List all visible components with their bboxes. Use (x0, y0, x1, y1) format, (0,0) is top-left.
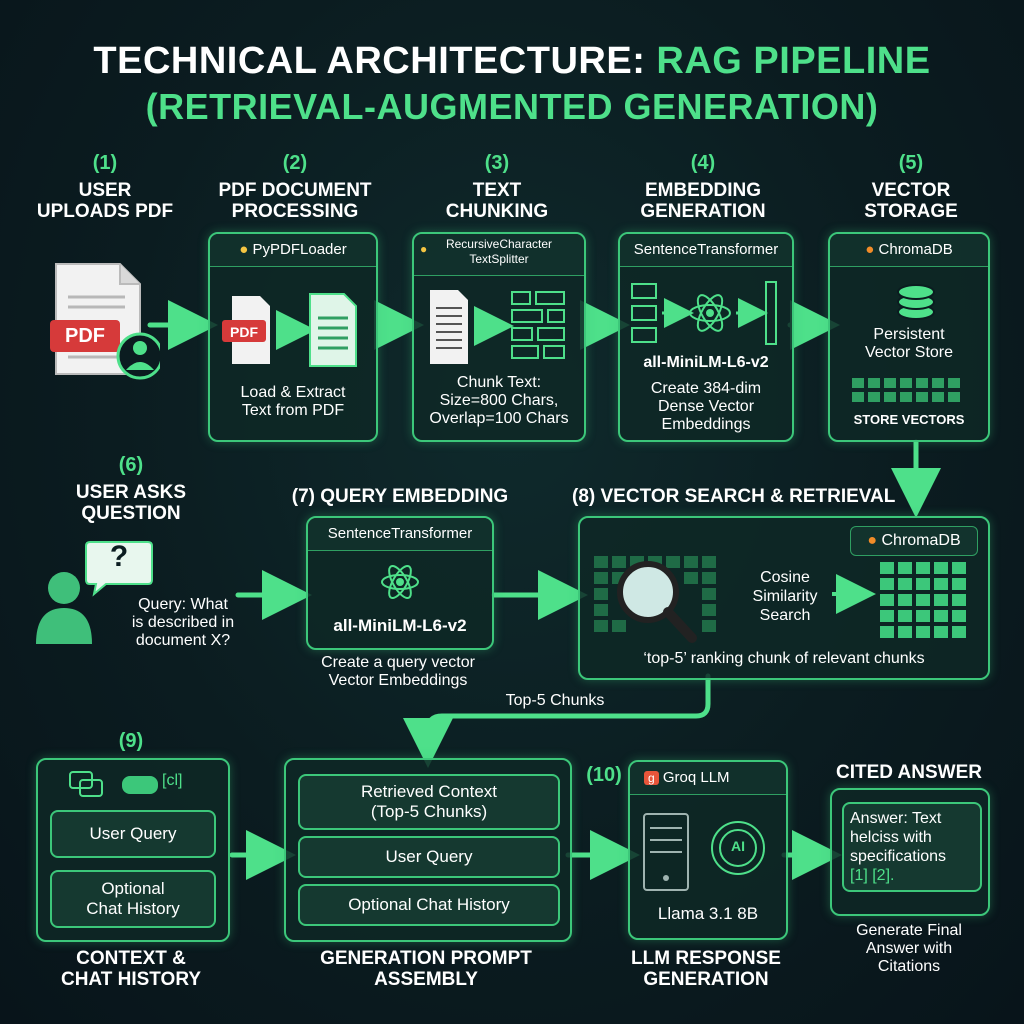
chromadb-header: ● ChromaDB (830, 234, 988, 267)
sentencetransformer-header: SentenceTransformer (620, 234, 792, 267)
step-8-caption: ‘top-5’ ranking chunk of relevant chunks (643, 650, 925, 667)
prompt-user-query: User Query (298, 836, 560, 878)
step-7-caption: Create a query vector Vector Embeddings (321, 654, 475, 689)
step-10-box: g Groq LLM AI Llama 3.1 8B (628, 760, 788, 940)
context-user-query: User Query (50, 810, 216, 858)
groq-header: g Groq LLM (630, 762, 786, 795)
step-9-footer: CONTEXT & CHAT HISTORY (60, 948, 202, 990)
step-1-heading: USER UPLOADS PDF (36, 180, 174, 222)
step-7-box: SentenceTransformer all-MiniLM-L6-v2 (306, 516, 494, 650)
splitter-header: ● RecursiveCharacter TextSplitter (414, 234, 584, 276)
step-9-number: (9) (118, 730, 144, 752)
answer-box: Answer: Text helciss with specifications… (830, 788, 990, 916)
ai-label: AI (731, 838, 745, 854)
vector-search-icon (594, 556, 966, 643)
step-4-number: (4) (690, 152, 716, 174)
python-icon: ● (239, 241, 249, 258)
store-vectors-label: STORE VECTORS (853, 412, 965, 427)
step-5-box: ● ChromaDB Persistent Vector Store STORE… (828, 232, 990, 442)
step-10-number: (10) (586, 764, 622, 786)
chromadb-badge: ● ChromaDB (850, 526, 978, 556)
answer-bubble: Answer: Text helciss with specifications… (842, 802, 982, 892)
title-white: TECHNICAL ARCHITECTURE: (93, 40, 646, 82)
vector-grid-icon (852, 378, 960, 402)
step-3-number: (3) (484, 152, 510, 174)
chunking-icon (430, 290, 565, 364)
step-2-heading: PDF DOCUMENT PROCESSING (218, 180, 372, 222)
step-1-number: (1) (92, 152, 118, 174)
step-3-caption: Chunk Text: Size=800 Chars, Overlap=100 … (429, 374, 569, 427)
chat-icons (69, 771, 158, 797)
atom-icon (381, 565, 419, 599)
step-4-box: SentenceTransformer all-MiniLM-L6-v2 Cre… (618, 232, 794, 442)
prompt-chat-history: Optional Chat History (298, 884, 560, 926)
question-mark: ? (109, 540, 129, 573)
step-4-model: all-MiniLM-L6-v2 (643, 354, 769, 371)
title-green: RAG PIPELINE (656, 40, 931, 82)
pypdfloader-header: ● PyPDFLoader (210, 234, 376, 267)
cited-answer-heading: CITED ANSWER (835, 762, 983, 783)
chromadb-icon-2: ● (867, 532, 878, 549)
step-9-box: [cl] User Query Optional Chat History (36, 758, 230, 942)
user-question-icon (36, 541, 153, 644)
top5-chunks-label: Top-5 Chunks (505, 692, 605, 709)
step-7-model: all-MiniLM-L6-v2 (333, 616, 467, 635)
step-8-box: ● ChromaDB Cosine Similarity Search ‘top… (578, 516, 990, 680)
cosine-similarity-label: Cosine Similarity Search (752, 569, 818, 624)
pdf-file-icon: PDF (50, 262, 160, 382)
step-8-heading: (8) VECTOR SEARCH & RETRIEVAL (572, 486, 896, 507)
prompt-footer: GENERATION PROMPT ASSEMBLY (320, 948, 532, 990)
prompt-assembly-box: Retrieved Context (Top-5 Chunks) User Qu… (284, 758, 572, 942)
arrow-8-prompt (403, 673, 711, 768)
step-5-caption: Persistent Vector Store (864, 326, 954, 361)
citation-refs: [1] [2]. (850, 867, 895, 884)
step-4-caption: Create 384-dim Dense Vector Embeddings (650, 380, 762, 433)
chromadb-icon: ● (865, 241, 875, 258)
groq-icon: g (644, 771, 659, 785)
sentencetransformer-header-2: SentenceTransformer (308, 518, 492, 551)
step-6-number: (6) (118, 454, 144, 476)
pdf-badge-1: PDF (65, 325, 105, 347)
step-10-footer: LLM RESPONSE GENERATION (631, 948, 781, 990)
step-3-heading: TEXT CHUNKING (445, 180, 549, 222)
step-6-query: Query: What is described in document X? (131, 596, 235, 649)
step-3-box: ● RecursiveCharacter TextSplitter Chunk … (412, 232, 586, 442)
step-6-heading: USER ASKS QUESTION (75, 482, 187, 524)
llm-icon (643, 813, 765, 891)
chat-icon-label: [cl] (162, 772, 183, 789)
python-icon: ● (420, 242, 428, 256)
title-line-2: (RETRIEVAL-AUGMENTED GENERATION) (145, 86, 879, 127)
step-2-box: ● PyPDFLoader PDF Load & Extract Text fr… (208, 232, 378, 442)
step-7-heading: (7) QUERY EMBEDDING (291, 486, 509, 507)
pdf-to-text-icon (222, 293, 357, 367)
title-line-1: TECHNICAL ARCHITECTURE: RAG PIPELINE (0, 40, 1024, 83)
step-2-number: (2) (282, 152, 308, 174)
prompt-retrieved-context: Retrieved Context (Top-5 Chunks) (298, 774, 560, 830)
step-5-heading: VECTOR STORAGE (864, 180, 958, 222)
context-chat-history: Optional Chat History (50, 870, 216, 928)
step-2-caption: Load & Extract Text from PDF (240, 384, 346, 419)
pdf-badge-2: PDF (230, 324, 258, 340)
step-5-number: (5) (898, 152, 924, 174)
step-10-model: Llama 3.1 8B (657, 904, 759, 923)
step-4-heading: EMBEDDING GENERATION (640, 180, 766, 222)
answer-caption: Generate Final Answer with Citations (856, 922, 962, 975)
database-icon (897, 284, 935, 320)
embedding-icon (631, 281, 777, 345)
